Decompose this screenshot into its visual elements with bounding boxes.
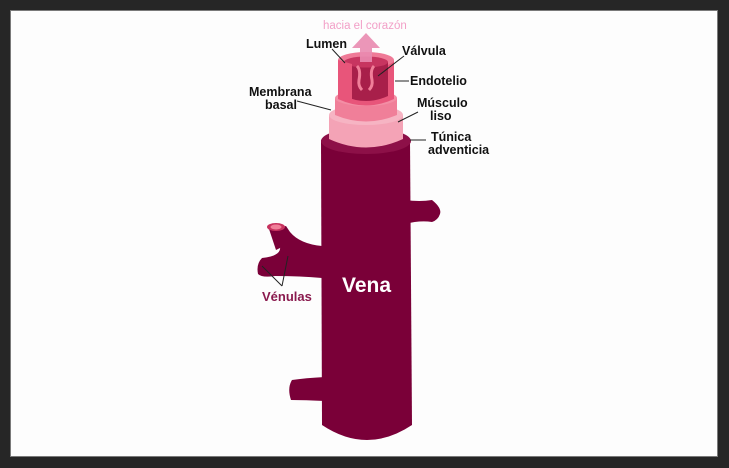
- label-lumen: Lumen: [306, 37, 347, 51]
- label-venulas: Vénulas: [262, 289, 312, 304]
- label-musculo-liso: Músculo liso: [417, 96, 468, 123]
- label-valvula: Válvula: [402, 44, 446, 58]
- direction-arrow-icon: [352, 33, 380, 62]
- direction-label: hacia el corazón: [323, 20, 407, 32]
- leader-lines: [261, 48, 426, 287]
- label-membrana-basal: Membrana basal: [249, 85, 312, 112]
- label-endotelio: Endotelio: [410, 74, 467, 88]
- label-tunica-adventicia: Túnica adventicia: [428, 130, 490, 157]
- vein-trunk: [257, 128, 441, 440]
- label-vena: Vena: [342, 274, 392, 297]
- endotelio-layer: [338, 52, 394, 106]
